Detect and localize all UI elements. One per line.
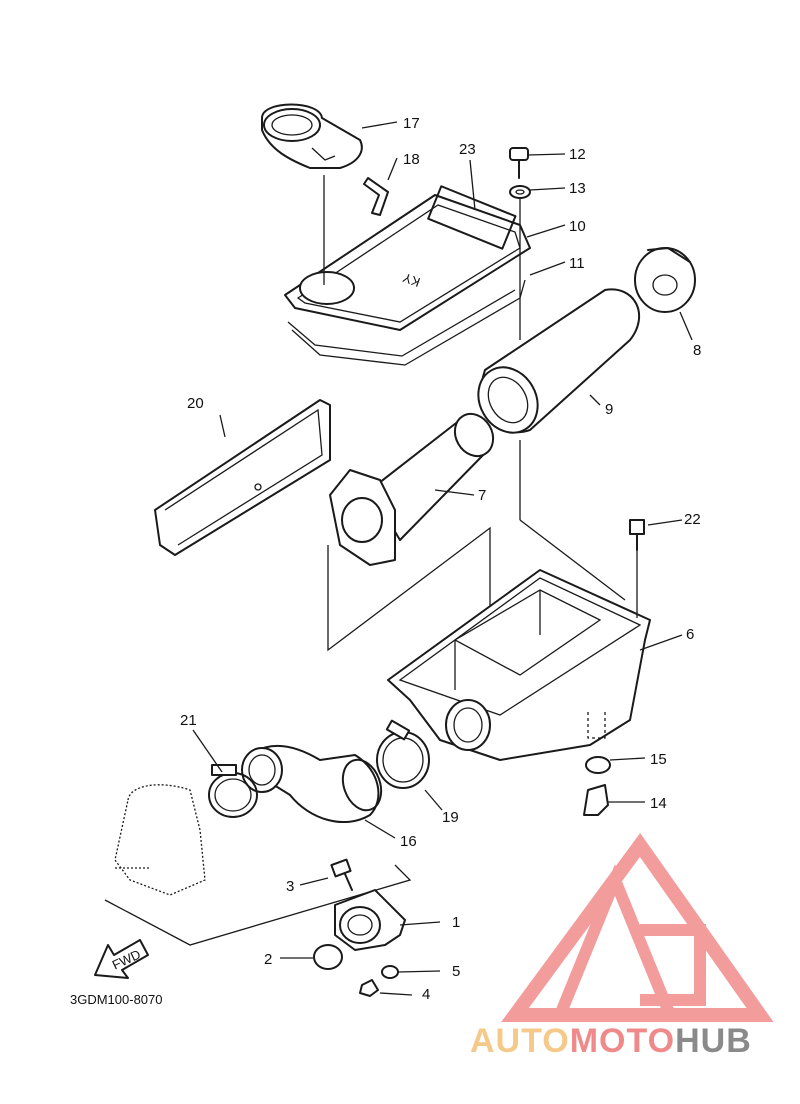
- part-5-washer: [381, 965, 399, 979]
- part-15-nut: [585, 756, 611, 774]
- part-18-hose: [363, 177, 389, 216]
- callout-6: 6: [686, 626, 694, 643]
- callout-11: 11: [569, 255, 585, 272]
- part-13-washer: [509, 185, 531, 199]
- part-21-clamp: [208, 764, 258, 818]
- part-6-airbox: [387, 569, 651, 761]
- callout-16: 16: [400, 833, 417, 850]
- callout-23: 23: [459, 141, 476, 158]
- fwd-arrow: FWD: [94, 939, 149, 979]
- watermark-auto: AUTO: [470, 1022, 570, 1060]
- callout-9: 9: [605, 401, 613, 418]
- part-8-endcap: [634, 247, 696, 313]
- callout-3: 3: [286, 878, 294, 895]
- callout-19: 19: [442, 809, 459, 826]
- callout-4: 4: [422, 986, 430, 1003]
- watermark-hub: HUB: [675, 1022, 752, 1060]
- fwd-label: FWD: [110, 947, 143, 973]
- part-4-nut: [359, 979, 379, 997]
- part-17-cap: [261, 103, 363, 169]
- callout-22: 22: [684, 511, 701, 528]
- lid-text: KY: [400, 270, 422, 290]
- part-11-seal: [287, 279, 526, 366]
- callout-5: 5: [452, 963, 460, 980]
- part-3-bolt: [330, 858, 353, 891]
- part-22-bolt: [629, 519, 645, 618]
- callout-12: 12: [569, 146, 586, 163]
- watermark-text: AUTOMOTOHUB: [470, 1022, 752, 1060]
- callout-2: 2: [264, 951, 272, 968]
- part-2-oring: [313, 944, 343, 970]
- part-9-filter: [477, 288, 641, 434]
- callout-15: 15: [650, 751, 667, 768]
- callout-leaders: [192, 121, 693, 996]
- callout-14: 14: [650, 795, 667, 812]
- callout-21: 21: [180, 712, 197, 729]
- part-14-drain: [583, 784, 609, 816]
- callout-18: 18: [403, 151, 420, 168]
- part-code: 3GDM100-8070: [70, 992, 163, 1007]
- part-20-panel: [154, 399, 331, 556]
- part-12-screw: [509, 147, 529, 179]
- part-19-clamp: [376, 719, 430, 789]
- callout-20: 20: [187, 395, 204, 412]
- part-7-guide: [329, 412, 495, 566]
- callout-labels: 17 18 23 12 13 10 11 8 9 20 7 22 6 15 14…: [180, 115, 701, 1003]
- callout-8: 8: [693, 342, 701, 359]
- part-1-joint: [334, 889, 406, 951]
- part-10-lid: KY: [284, 185, 531, 331]
- watermark-moto: MOTO: [570, 1022, 675, 1060]
- callout-7: 7: [478, 487, 486, 504]
- carburetor-ghost: [104, 784, 412, 946]
- callout-17: 17: [403, 115, 420, 132]
- part-16-joint: [241, 744, 383, 824]
- callout-1: 1: [452, 914, 460, 931]
- callout-10: 10: [569, 218, 586, 235]
- callout-13: 13: [569, 180, 586, 197]
- watermark-logo: [501, 833, 774, 1022]
